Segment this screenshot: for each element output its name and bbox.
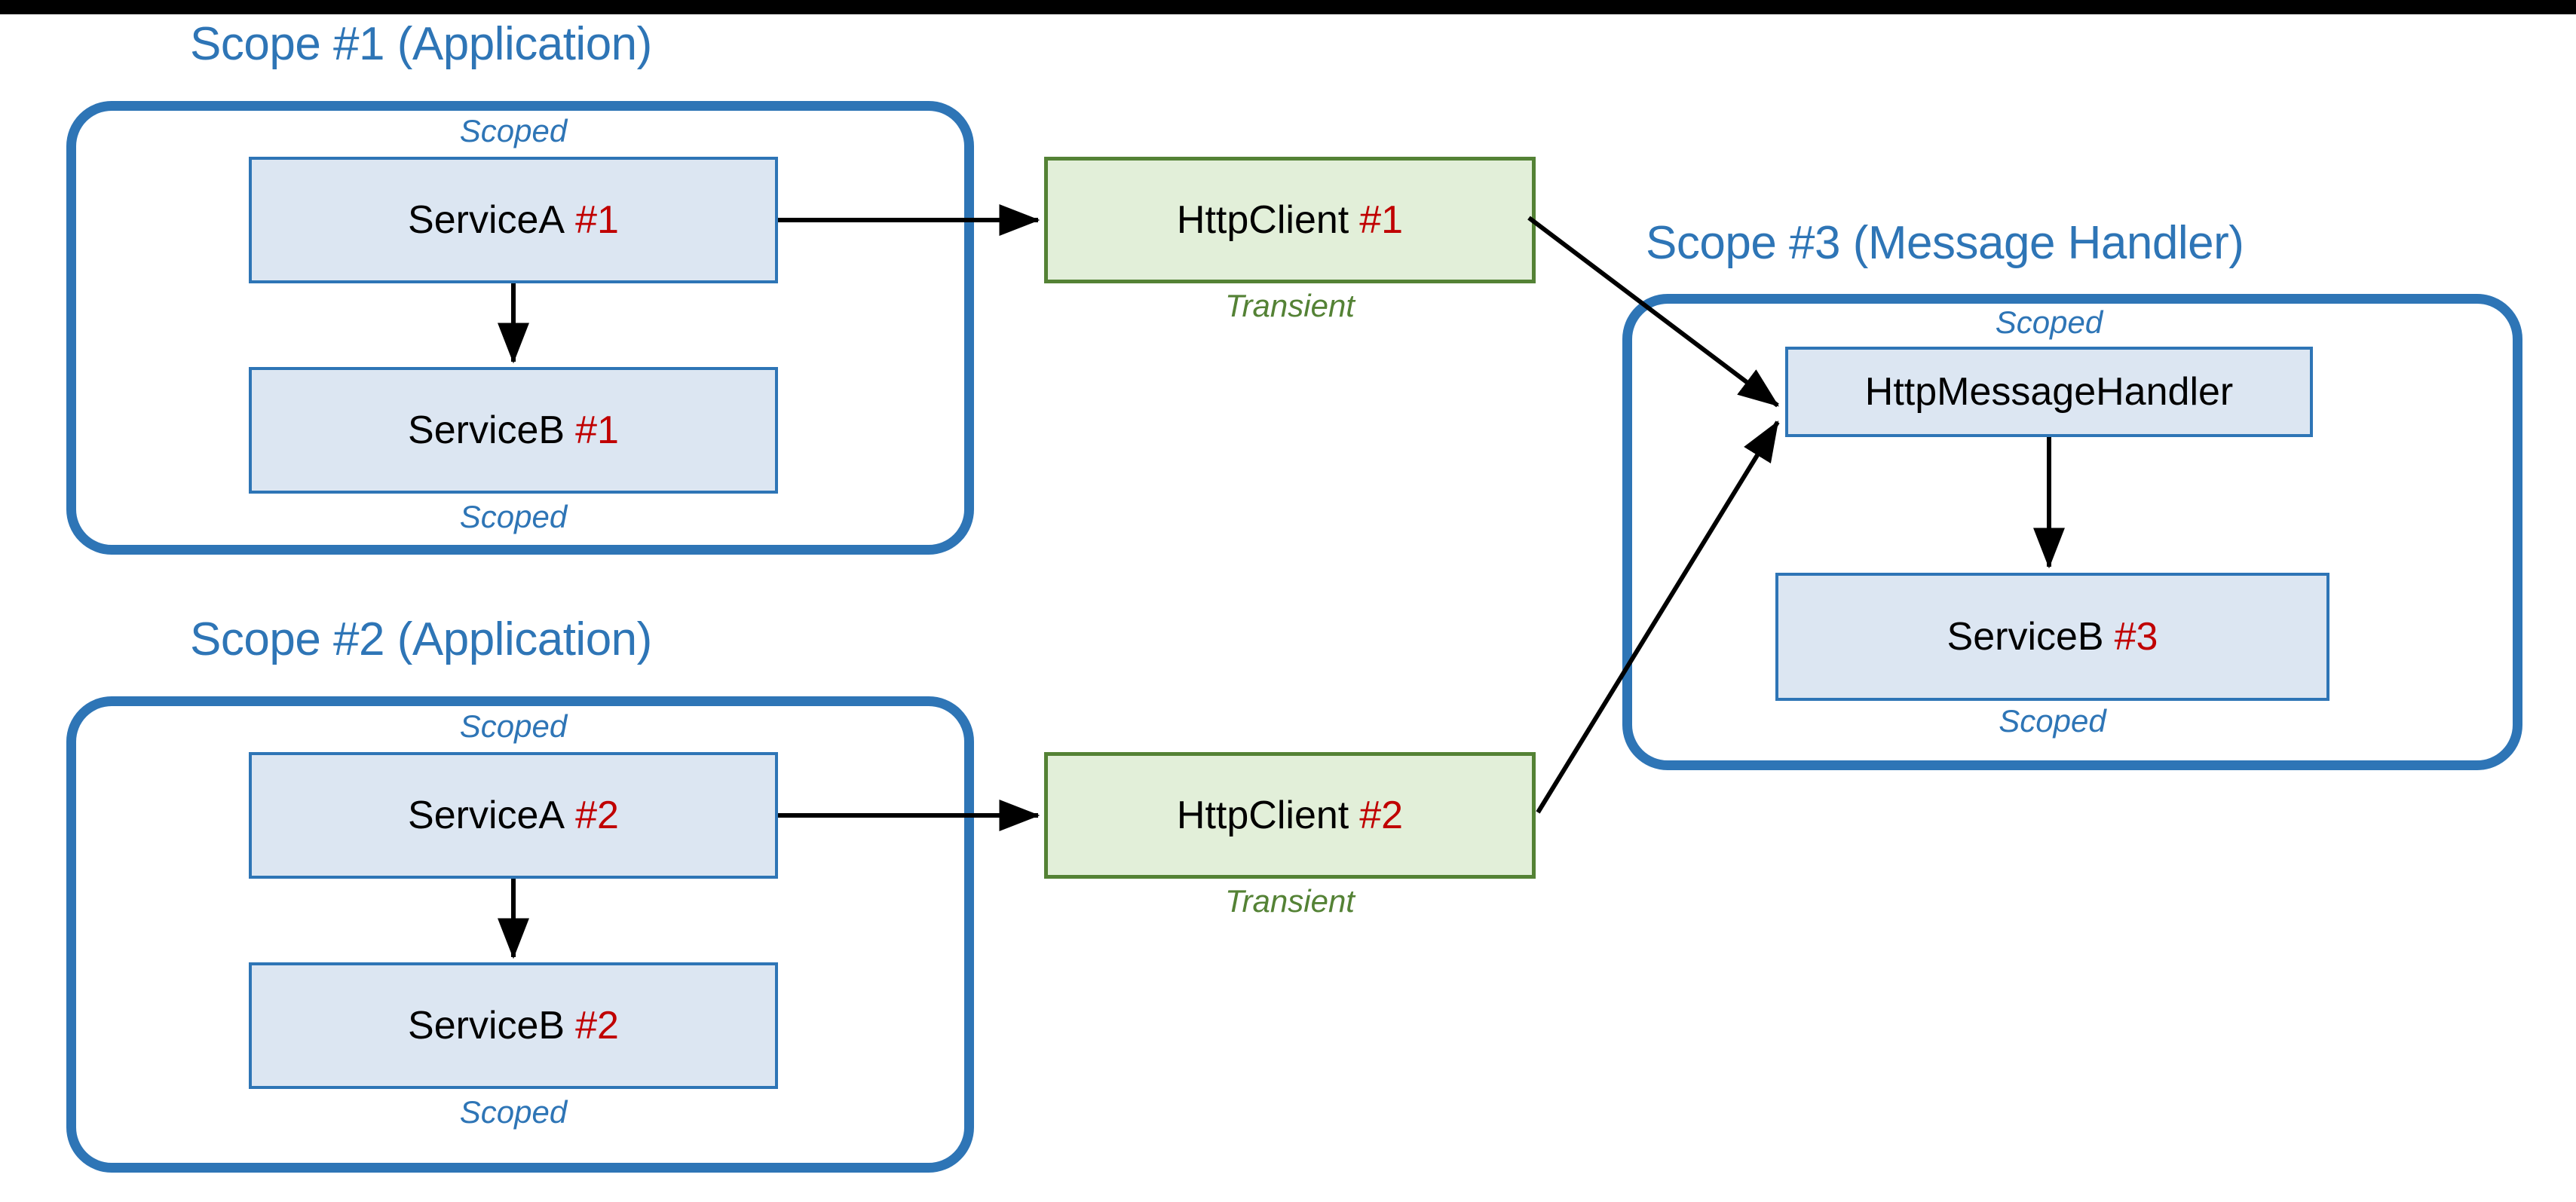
servicea-2-lifetime-label: Scoped bbox=[459, 708, 568, 744]
node-serviceb-2-instance: #2 bbox=[575, 1004, 619, 1048]
node-httpclient-2-name: HttpClient bbox=[1176, 794, 1349, 837]
node-servicea-1-name: ServiceA bbox=[408, 198, 565, 242]
node-servicea-1[interactable]: ServiceA#1 bbox=[249, 157, 778, 283]
node-httpclient-1[interactable]: HttpClient#1 bbox=[1044, 157, 1536, 283]
node-servicea-2[interactable]: ServiceA#2 bbox=[249, 752, 778, 879]
node-httpmessagehandler-name: HttpMessageHandler bbox=[1864, 370, 2234, 414]
node-serviceb-1-name: ServiceB bbox=[408, 408, 565, 452]
httpmessagehandler-lifetime-label: Scoped bbox=[1995, 304, 2103, 340]
node-serviceb-1[interactable]: ServiceB#1 bbox=[249, 367, 778, 494]
node-httpclient-2[interactable]: HttpClient#2 bbox=[1044, 752, 1536, 879]
scope-3-title: Scope #3 (Message Handler) bbox=[1646, 217, 2244, 269]
httpclient-2-lifetime-label: Transient bbox=[1225, 883, 1355, 919]
scope-2-container bbox=[66, 696, 974, 1173]
node-httpclient-1-instance: #1 bbox=[1359, 198, 1404, 242]
node-serviceb-1-instance: #1 bbox=[575, 408, 619, 452]
serviceb-1-lifetime-label: Scoped bbox=[459, 499, 568, 534]
node-serviceb-2-name: ServiceB bbox=[408, 1004, 565, 1048]
node-serviceb-3[interactable]: ServiceB#3 bbox=[1775, 573, 2329, 701]
node-servicea-2-name: ServiceA bbox=[408, 794, 565, 837]
serviceb-2-lifetime-label: Scoped bbox=[459, 1094, 568, 1130]
node-serviceb-2[interactable]: ServiceB#2 bbox=[249, 962, 778, 1089]
top-black-band bbox=[0, 0, 2576, 14]
node-servicea-1-instance: #1 bbox=[575, 198, 619, 242]
scope-2-title: Scope #2 (Application) bbox=[190, 613, 652, 665]
node-servicea-2-instance: #2 bbox=[575, 794, 619, 837]
servicea-1-lifetime-label: Scoped bbox=[459, 113, 568, 148]
node-httpclient-2-instance: #2 bbox=[1359, 794, 1404, 837]
node-serviceb-3-instance: #3 bbox=[2114, 615, 2158, 659]
scope-1-title: Scope #1 (Application) bbox=[190, 18, 652, 70]
node-httpmessagehandler[interactable]: HttpMessageHandler bbox=[1785, 347, 2313, 437]
httpclient-1-lifetime-label: Transient bbox=[1225, 288, 1355, 323]
scope-1-container bbox=[66, 101, 974, 555]
node-httpclient-1-name: HttpClient bbox=[1176, 198, 1349, 242]
node-serviceb-3-name: ServiceB bbox=[1947, 615, 2104, 659]
serviceb-3-lifetime-label: Scoped bbox=[1999, 703, 2106, 739]
